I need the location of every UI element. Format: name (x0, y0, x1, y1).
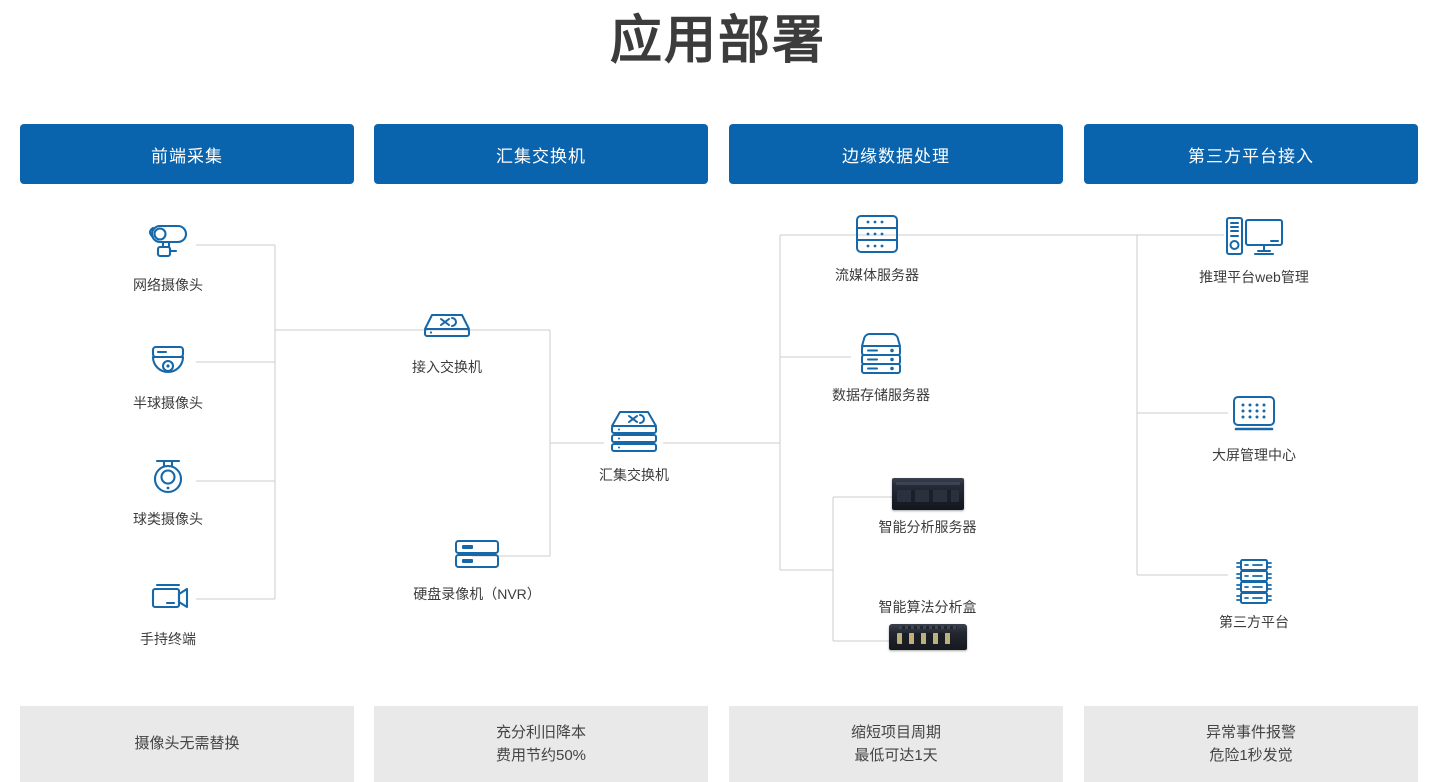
node-label: 流媒体服务器 (835, 267, 919, 283)
server-rack-icon (1198, 555, 1310, 607)
node-aggregation-switch[interactable]: 汇集交换机 (579, 408, 689, 484)
footer-benefit-aggregation: 充分利旧降本费用节约50% (374, 706, 708, 782)
column-header-third-party: 第三方平台接入 (1084, 124, 1418, 184)
node-label: 第三方平台 (1219, 614, 1289, 630)
footer-text: 异常事件报警危险1秒发觉 (1205, 723, 1296, 764)
node-label: 网络摄像头 (133, 277, 203, 293)
node-handheld-terminal[interactable]: 手持终端 (113, 572, 223, 648)
node-access-switch[interactable]: 接入交换机 (392, 300, 502, 376)
footer-text: 充分利旧降本费用节约50% (495, 723, 587, 764)
node-label: 接入交换机 (412, 359, 482, 375)
node-label: 推理平台web管理 (1199, 269, 1309, 285)
column-header-edge-processing: 边缘数据处理 (729, 124, 1063, 184)
node-label: 数据存储服务器 (832, 387, 930, 403)
rack-server-icon (822, 208, 932, 260)
stacked-switch-icon (579, 408, 689, 460)
video-wall-icon (1198, 388, 1310, 440)
node-storage-server[interactable]: 数据存储服务器 (826, 328, 936, 404)
footer-benefit-third-party: 异常事件报警危险1秒发觉 (1084, 706, 1418, 782)
node-label: 汇集交换机 (599, 467, 669, 483)
bullet-camera-icon (113, 218, 223, 270)
storage-server-icon (826, 328, 936, 380)
node-streaming-server[interactable]: 流媒体服务器 (822, 208, 932, 284)
camcorder-icon (113, 572, 223, 624)
node-ai-algorithm-box[interactable]: 智能算法分析盒 (855, 598, 1000, 652)
footer-benefit-front-end: 摄像头无需替换 (20, 706, 354, 782)
node-dome-camera[interactable]: 半球摄像头 (113, 336, 223, 412)
desktop-pc-icon (1198, 210, 1310, 262)
footer-benefit-edge: 缩短项目周期最低可达1天 (729, 706, 1063, 782)
node-ptz-camera[interactable]: 球类摄像头 (113, 452, 223, 528)
node-label: 半球摄像头 (133, 395, 203, 411)
node-label: 智能分析服务器 (878, 519, 977, 535)
footer-text: 摄像头无需替换 (134, 735, 240, 753)
node-ai-analysis-server[interactable]: 智能分析服务器 (855, 476, 1000, 536)
node-bullet-camera[interactable]: 网络摄像头 (113, 218, 223, 294)
footer-text: 缩短项目周期最低可达1天 (850, 723, 941, 764)
node-label: 硬盘录像机（NVR） (413, 586, 541, 602)
dome-camera-icon (113, 336, 223, 388)
node-label: 智能算法分析盒 (878, 599, 977, 615)
column-header-front-end: 前端采集 (20, 124, 354, 184)
node-video-wall[interactable]: 大屏管理中心 (1198, 388, 1310, 464)
switch-icon (392, 300, 502, 352)
node-label: 大屏管理中心 (1212, 447, 1296, 463)
node-label: 手持终端 (140, 631, 196, 647)
ptz-camera-icon (113, 452, 223, 504)
node-web-platform[interactable]: 推理平台web管理 (1198, 210, 1310, 286)
column-header-aggregation: 汇集交换机 (374, 124, 708, 184)
ai-box-photo (855, 622, 1000, 652)
ai-server-photo (855, 476, 1000, 512)
node-third-party-platform[interactable]: 第三方平台 (1198, 555, 1310, 631)
page-title: 应用部署 (609, 12, 826, 70)
nvr-icon (392, 527, 562, 579)
node-nvr[interactable]: 硬盘录像机（NVR） (392, 527, 562, 603)
node-label: 球类摄像头 (133, 511, 203, 527)
